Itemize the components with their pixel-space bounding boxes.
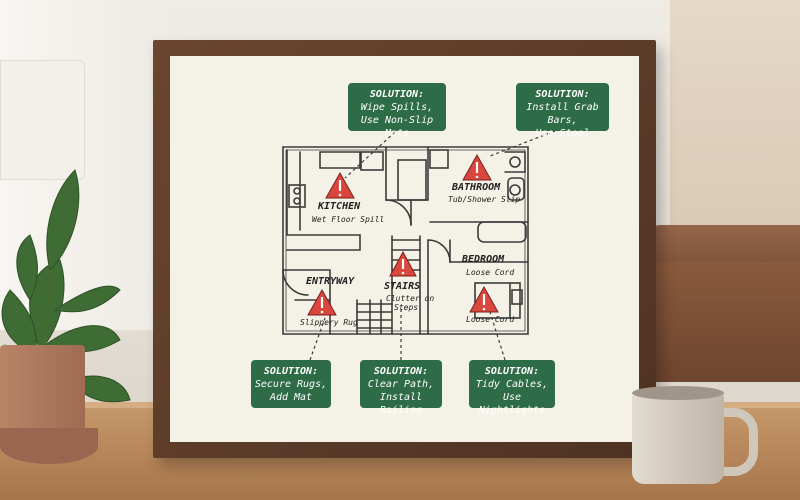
hazard-label-kitchen: Wet Floor Spill [312,215,385,224]
coffee-mug [632,392,724,484]
solution-line: Use Nightlights [478,392,546,416]
room-label-entryway: ENTRYWAY [306,276,355,287]
solution-title: SOLUTION: [373,366,429,377]
room-label-bathroom: BATHROOM [452,182,501,193]
mug-rim [632,386,724,400]
solution-line: Install Railing [379,392,423,416]
solution-box-entryway: SOLUTION: Secure Rugs, Add Mat [251,360,331,408]
solution-line: Secure Rugs, [254,379,328,390]
couch [640,262,800,382]
solution-title: SOLUTION: [535,89,590,100]
room-label-kitchen: KITCHEN [318,201,361,212]
hazard-label-bedroom: Loose Cord [466,268,515,277]
solution-title: SOLUTION: [484,366,540,377]
wall-hanging [670,0,800,250]
plant-pot [0,345,85,443]
solution-line: Use Stool [535,128,590,139]
warning-triangle-icon [462,153,492,181]
mug-handle [713,408,758,476]
solution-line: Clear Path, [367,379,435,390]
hazard-label-bedroom-cord: Loose Cord [466,315,515,324]
solution-line: Wipe Spills, [360,102,434,113]
hazard-label-entryway: Slippery Rug [300,318,358,327]
solution-box-stairs: SOLUTION: Clear Path, Install Railing [360,360,442,416]
solution-line: Use Non-Slip Mats [360,115,434,139]
hazard-label-bathroom: Tub/Shower Slip [448,195,521,204]
solution-title: SOLUTION: [369,89,425,100]
room-label-stairs: STAIRS [384,281,421,292]
plant-saucer [0,428,98,464]
solution-title: SOLUTION: [263,366,319,377]
warning-triangle-icon [469,285,499,313]
warning-triangle-icon [389,250,417,277]
warning-triangle-icon [307,288,337,316]
room-label-bedroom: BEDROOM [462,254,505,265]
solution-line: Add Mat [269,392,313,403]
warning-triangle-icon [325,171,355,199]
solution-line: Install Grab Bars, [526,102,599,126]
solution-box-bedroom: SOLUTION: Tidy Cables, Use Nightlights [469,360,555,416]
hazard-label-stairs-2: Steps [394,303,419,312]
solution-box-kitchen: SOLUTION: Wipe Spills, Use Non-Slip Mats [348,83,446,139]
solution-line: Tidy Cables, [475,379,549,390]
hazard-label-stairs-1: Clutter on [386,294,435,303]
lamp-shade [0,60,85,180]
solution-box-bathroom: SOLUTION: Install Grab Bars, Use Stool [516,83,609,139]
